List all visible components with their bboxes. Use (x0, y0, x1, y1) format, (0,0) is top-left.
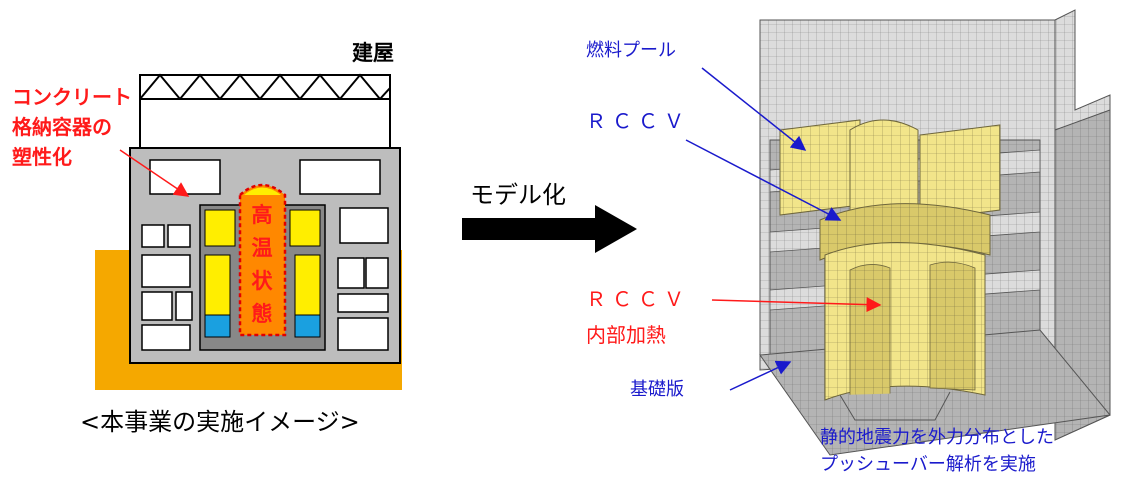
concrete-pointer (119, 149, 190, 197)
concrete-label-line-2: 格納容器の (12, 115, 112, 139)
modeling-arrow (462, 205, 637, 253)
fe-model (759, 9, 1111, 456)
hot-state-char-2: 温 (252, 236, 273, 260)
analysis-note-line-2: プッシューバー解析を実施 (820, 454, 1036, 475)
building-cross-section (95, 73, 402, 390)
rccv-heating-pointer (711, 297, 882, 313)
concrete-label-line-3: 塑性化 (12, 145, 72, 169)
callout-fuel-pool: 燃料プール (586, 40, 676, 61)
hot-state-label: 高 温 状 態 (252, 203, 274, 326)
fuel-pool-pointer (701, 67, 807, 151)
rccv-pointer (685, 139, 842, 221)
reactor-core (238, 183, 287, 337)
foundation-pointer (729, 360, 792, 391)
containment-yellow-right (289, 209, 321, 247)
hot-state-char-4: 態 (252, 302, 273, 326)
left-caption: <本事業の実施イメージ> (80, 408, 360, 436)
suppression-water-right (294, 314, 321, 338)
modeling-label: モデル化 (470, 181, 566, 209)
callout-rccv: ＲＣＣＶ (586, 109, 690, 133)
hot-state-char-3: 状 (252, 269, 274, 293)
concrete-plasticity-label: コンクリート 格納容器の 塑性化 (12, 85, 132, 169)
fuel-pool-block (779, 119, 861, 216)
building-label: 建屋 (352, 41, 394, 65)
suppression-water-left (204, 314, 231, 338)
concrete-label-line-1: コンクリート (12, 85, 132, 109)
containment-yellow-left (204, 209, 236, 247)
callout-rccv-heating-2: 内部加熱 (586, 323, 666, 347)
hot-state-char-1: 高 (252, 203, 273, 227)
analysis-note-line-1: 静的地震力を外力分布とした (820, 427, 1054, 448)
callout-foundation: 基礎版 (630, 379, 684, 400)
callout-rccv-heating-1: ＲＣＣＶ (586, 287, 690, 311)
